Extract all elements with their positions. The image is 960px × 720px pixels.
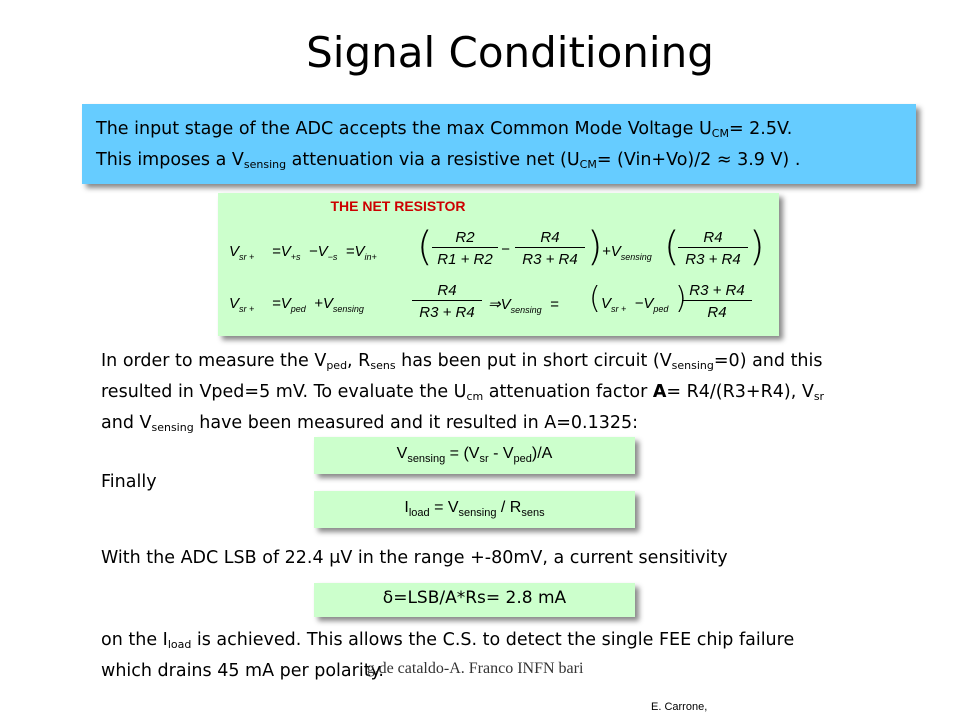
finally-label: Finally	[101, 472, 157, 492]
eq1-vsensing: +Vsensing	[602, 243, 652, 262]
eq1-lhs: Vsr +	[229, 243, 255, 262]
para1-line3: and Vsensing have been measured and it r…	[101, 413, 639, 434]
eq1-rparen2: )	[749, 224, 765, 270]
approx-symbol: ≈	[716, 150, 732, 170]
info-box: The input stage of the ADC accepts the m…	[82, 104, 916, 184]
eq2-mid: =Vped +Vsensing	[272, 295, 364, 314]
para1-line1: In order to measure the Vped, Rsens has …	[101, 351, 823, 372]
formula-iload: Iload = Vsensing / Rsens	[314, 491, 635, 528]
eq1-lparen2: (	[664, 224, 680, 270]
eq2-vsensing: ⇒Vsensing =	[488, 296, 559, 315]
footer-credit: g.de cataldo-A. Franco INFN bari	[366, 660, 584, 677]
eq2-lparen: (	[589, 281, 601, 316]
paragraph-lsb: With the ADC LSB of 22.4 μV in the range…	[101, 548, 728, 568]
eq1-mid: =V+s −V−s =Vin+	[272, 243, 377, 262]
para3-line2: which drains 45 mA per polarity.	[101, 661, 384, 681]
para3-line1: on the Iload is achieved. This allows th…	[101, 630, 795, 651]
info-line-2: This imposes a Vsensing attenuation via …	[96, 150, 801, 171]
net-resistor-title: THE NET RESISTOR	[330, 198, 466, 214]
eq1-minus: −	[501, 241, 510, 258]
eq1-rparen: )	[587, 224, 603, 270]
eq2-lhs: Vsr +	[229, 295, 255, 314]
info-line-1: The input stage of the ADC accepts the m…	[96, 119, 793, 140]
paragraph-measurement: In order to measure the Vped, Rsens has …	[101, 348, 941, 441]
author-note: E. Carrone,	[651, 701, 708, 713]
factor-A: A	[652, 382, 667, 402]
paragraph-conclusion: on the Iload is achieved. This allows th…	[101, 627, 941, 684]
delta-symbol: δ	[382, 588, 394, 608]
net-resistor-box: THE NET RESISTOR Vsr + =V+s −V−s =Vin+ (…	[218, 193, 779, 336]
para1-line2: resulted in Vped=5 mV. To evaluate the U…	[101, 382, 825, 403]
eq2-vsr-vped: Vsr + −Vped	[601, 295, 669, 314]
mu-symbol: μ	[329, 548, 341, 568]
eq1-lparen: (	[417, 224, 433, 270]
formula-sensitivity: δ=LSB/A*Rs= 2.8 mA	[314, 583, 635, 617]
formula-vsensing: Vsensing = (Vsr - Vped)/A	[314, 437, 635, 474]
eq2-rparen: )	[675, 281, 687, 316]
slide-title: Signal Conditioning	[306, 28, 714, 77]
